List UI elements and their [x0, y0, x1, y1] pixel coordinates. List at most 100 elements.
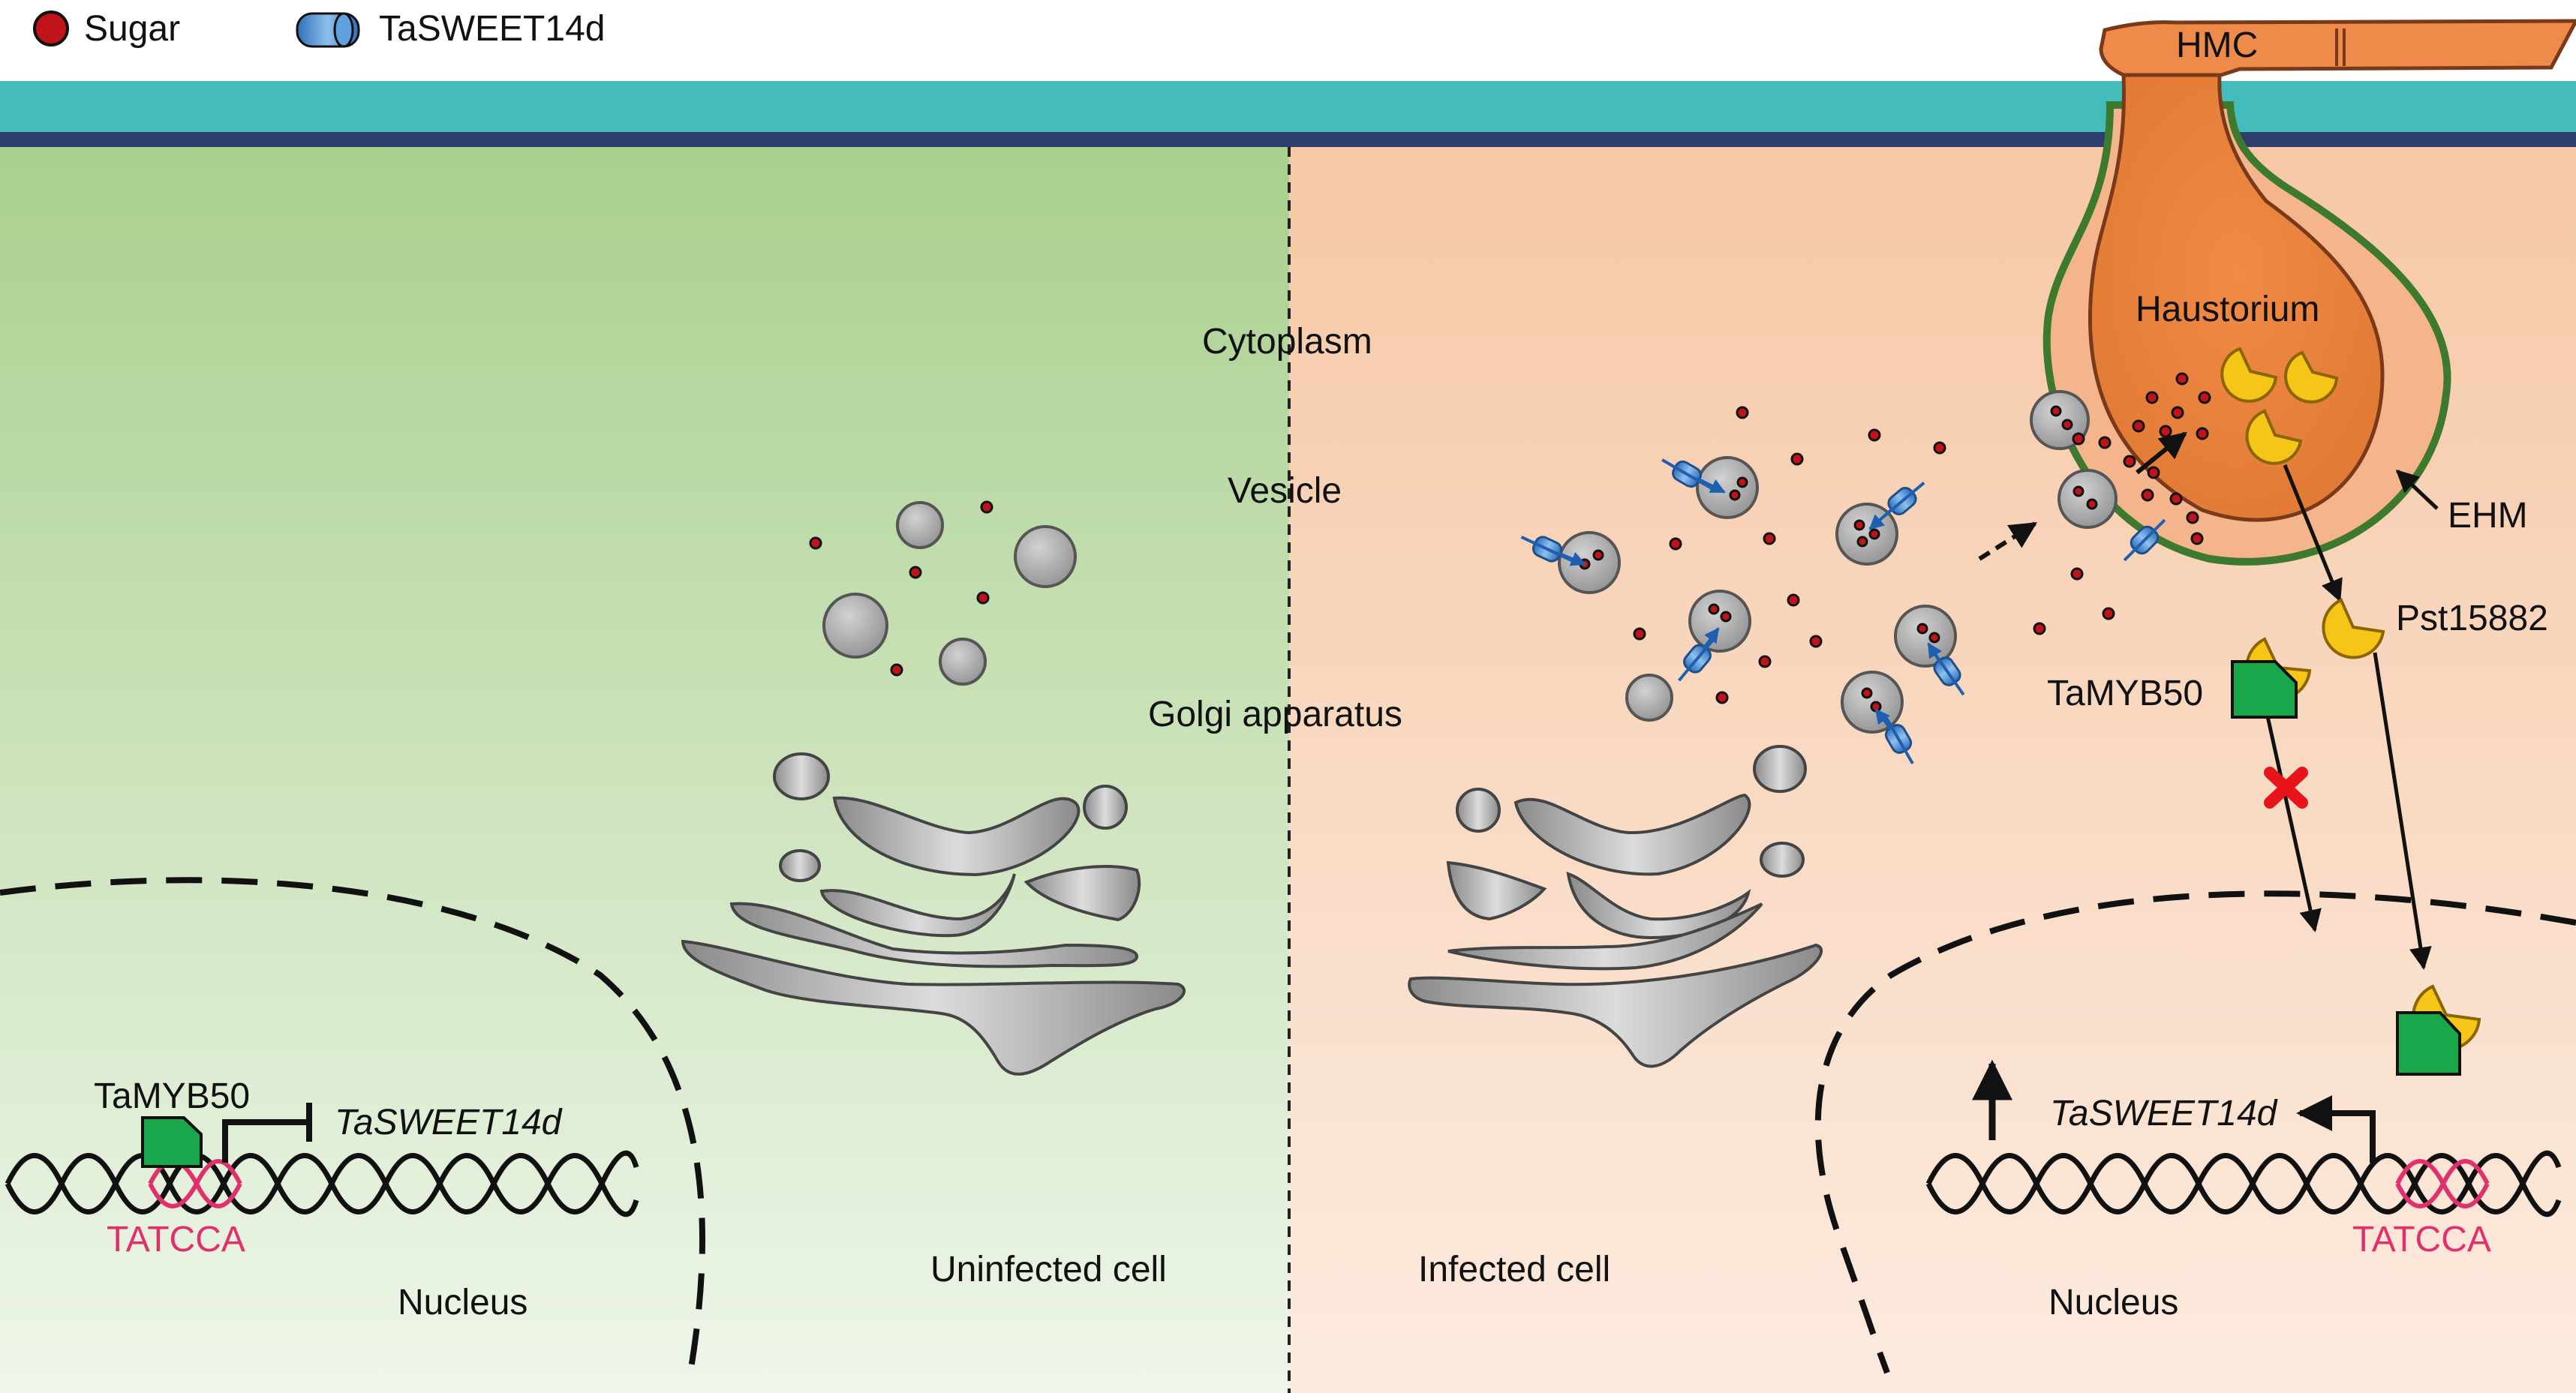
sugar-dot: [2159, 425, 2172, 438]
vesicle: [939, 638, 987, 686]
sugar-dot: [2198, 391, 2211, 404]
sugar-dot: [809, 536, 822, 550]
effector-group-haustorium: [2220, 347, 2339, 465]
sugar-dot: [1720, 611, 1732, 623]
golgi-cisterna: [1566, 872, 1751, 940]
golgi-cisterna: [819, 873, 1016, 938]
vesicle: [822, 593, 888, 659]
sugar-dot: [2169, 492, 2183, 506]
tasweet14d-gene-label-left: TaSWEET14d: [335, 1103, 563, 1142]
golgi-apparatus-right: [1408, 745, 1823, 1068]
infected-cell-label: Infected cell: [1418, 1250, 1610, 1289]
golgi-vesicle: [773, 752, 830, 800]
repression-symbol: [222, 1119, 309, 1163]
sugar-dot: [2061, 419, 2073, 431]
sugars-left: [809, 500, 993, 677]
sugar-dot: [1592, 549, 1604, 561]
tamyb50-label-right: TaMYB50: [2047, 674, 2203, 713]
nucleus-label-right: Nucleus: [2048, 1283, 2178, 1322]
effector-icon: [2322, 598, 2385, 659]
sugar-dot: [1708, 603, 1720, 615]
sugar-dot: [1715, 691, 1729, 704]
cytoplasm-label: Cytoplasm: [1202, 322, 1372, 362]
sugar-dot: [1790, 452, 1804, 466]
tatcca-motif-right: [2395, 1159, 2490, 1208]
sugar-dot: [2175, 372, 2189, 386]
ehm-label: EHM: [2448, 496, 2528, 536]
uninfected-cell-background: [0, 146, 1289, 1393]
sugar-dot: [2098, 436, 2112, 449]
sugar-dot: [1736, 406, 1749, 419]
golgi-label: Golgi apparatus: [1148, 695, 1402, 734]
tamyb50-tf-icon: [141, 1116, 203, 1168]
sugar-dot: [1763, 532, 1776, 545]
vesicle: [1625, 674, 1673, 722]
sugar-dot: [1916, 623, 1928, 635]
sugar-dot: [2132, 419, 2145, 433]
tf-effector-complex-cytoplasm: [2231, 637, 2312, 719]
ehm-pointer: [2395, 469, 2439, 510]
tatcca-label-left: TATCCA: [107, 1220, 245, 1259]
golgi-vesicle: [1456, 788, 1501, 833]
sugar-dot: [1729, 489, 1741, 501]
sugar-dot: [2123, 455, 2136, 468]
transporter-icon: [1883, 713, 1914, 764]
sugar-dot: [2145, 391, 2159, 404]
dna-helix-left: [5, 1150, 639, 1217]
sugar-dot: [2102, 607, 2115, 620]
haustorium-label: Haustorium: [2136, 290, 2319, 329]
transporter-legend-icon: [296, 12, 360, 48]
vesicle: [896, 501, 944, 549]
sugar-dot: [1633, 627, 1646, 641]
legend-sugar-label: Sugar: [84, 9, 180, 49]
golgi-cisterna: [832, 796, 1081, 877]
activation-arrow: [2296, 1095, 2376, 1163]
dna-helix-right: [1925, 1150, 2562, 1217]
tf-nuclear-import-arrow: [2265, 716, 2322, 932]
tamyb50-tf-icon: [2396, 1011, 2461, 1076]
vesicle: [1688, 590, 1751, 653]
effector-icon: [2245, 409, 2303, 465]
sugar-dot: [1933, 441, 1946, 455]
dashed-trafficking-arrow: [1978, 521, 2038, 561]
effector-icon: [2220, 347, 2278, 403]
sugar-dot: [1758, 655, 1772, 668]
sugar-dot: [1856, 536, 1868, 548]
golgi-cisterna: [1023, 865, 1141, 922]
sugar-dot: [2086, 498, 2098, 510]
golgi-vesicle: [1083, 785, 1128, 830]
tamyb50-tf-icon: [2231, 660, 2298, 719]
sugar-dot: [2050, 405, 2062, 417]
sugar-legend-icon: [33, 11, 69, 47]
transport-flow-arrows: [1559, 477, 1943, 731]
golgi-vesicle: [1760, 842, 1805, 878]
hmc-hypha: [2099, 19, 2576, 77]
golgi-apparatus-left: [681, 752, 1186, 1076]
sugars-free-right: [1633, 372, 2211, 704]
transporter-icon: [1678, 635, 1717, 682]
sugar-dot: [1868, 428, 1881, 442]
vesicle: [1014, 525, 1077, 588]
golgi-vesicle: [1753, 745, 1807, 793]
sugar-dot: [980, 500, 993, 514]
uninfected-cell-label: Uninfected cell: [930, 1250, 1167, 1289]
effector-nuclear-import-arrow: [2373, 652, 2432, 970]
vesicle-label: Vesicle: [1228, 471, 1342, 511]
sugar-dot: [1853, 519, 1865, 531]
transporter-icon: [2123, 518, 2166, 562]
golgi-cisterna: [681, 939, 1186, 1076]
sugar-dot: [2070, 567, 2084, 581]
sugar-dot: [2171, 406, 2184, 419]
vesicles-left: [822, 501, 1077, 686]
sugar-dot: [2147, 466, 2160, 479]
hmc-label: HMC: [2176, 26, 2258, 65]
sugar-dot: [1861, 687, 1873, 699]
sugar-dot: [2186, 511, 2199, 524]
golgi-cisterna: [1447, 902, 1763, 971]
plasma-membrane-band: [0, 132, 2576, 147]
tasweet14d-gene-label-right: TaSWEET14d: [2050, 1094, 2278, 1133]
effector-icon: [2284, 350, 2339, 404]
sugar-dot: [2196, 427, 2209, 440]
nuclear-envelope-right: [1814, 890, 2576, 1374]
